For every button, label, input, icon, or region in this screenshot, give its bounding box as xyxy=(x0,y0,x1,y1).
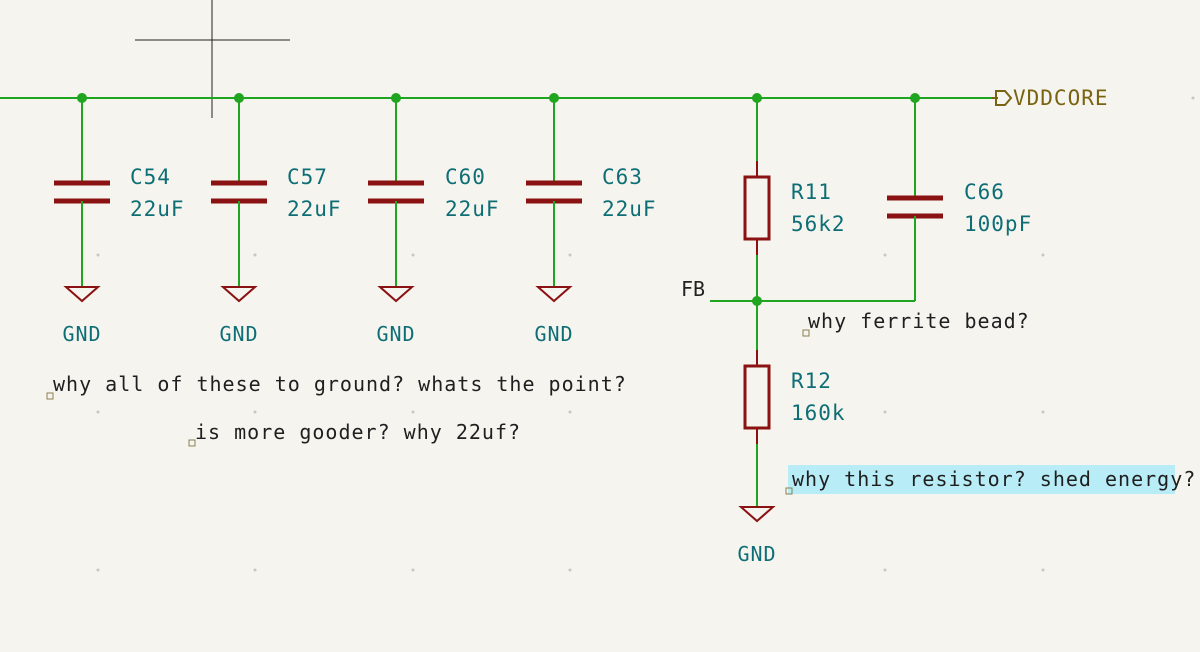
note-anchor-3 xyxy=(802,329,810,337)
gnd-symbol-c60[interactable] xyxy=(377,286,415,303)
capacitor-c60[interactable] xyxy=(368,98,424,287)
c66-ref-label: C66 xyxy=(964,180,1005,204)
gnd-label-c54: GND xyxy=(62,322,101,346)
note-anchor-4 xyxy=(785,487,793,495)
note-anchor-1 xyxy=(46,392,54,400)
gnd-label-c63: GND xyxy=(534,322,573,346)
c54-ref-label: C54 xyxy=(130,165,171,189)
gnd-label-c57: GND xyxy=(219,322,258,346)
gnd-symbol-c63[interactable] xyxy=(535,286,573,303)
note-why-this-resistor[interactable]: why this resistor? shed energy? xyxy=(792,467,1196,491)
c57-ref-label: C57 xyxy=(287,165,328,189)
grid-dots xyxy=(96,96,1195,572)
capacitor-c57[interactable] xyxy=(211,98,267,287)
c63-value-label: 22uF xyxy=(602,197,657,221)
capacitor-c54[interactable] xyxy=(54,98,110,287)
r12-value-label: 160k xyxy=(791,401,846,425)
capacitor-c66[interactable] xyxy=(887,98,943,301)
c60-ref-label: C60 xyxy=(445,165,486,189)
junction-dots xyxy=(77,93,920,306)
c60-value-label: 22uF xyxy=(445,197,500,221)
power-port-symbol[interactable] xyxy=(992,90,1013,106)
resistor-r11[interactable] xyxy=(743,98,771,301)
c66-value-label: 100pF xyxy=(964,212,1032,236)
gnd-label-c60: GND xyxy=(376,322,415,346)
note-is-more-gooder[interactable]: is more gooder? why 22uf? xyxy=(195,420,521,444)
resistor-r12[interactable] xyxy=(738,301,776,523)
c57-value-label: 22uF xyxy=(287,197,342,221)
gnd-symbol-c57[interactable] xyxy=(220,286,258,303)
cursor-crosshair xyxy=(135,0,290,118)
fb-net-label[interactable]: FB xyxy=(681,277,705,301)
note-why-all-to-ground[interactable]: why all of these to ground? whats the po… xyxy=(53,372,627,396)
note-anchor-2 xyxy=(188,439,196,447)
r11-value-label: 56k2 xyxy=(791,212,846,236)
vddcore-power-label[interactable]: VDDCORE xyxy=(1013,86,1109,110)
c63-ref-label: C63 xyxy=(602,165,643,189)
gnd-symbol-c54[interactable] xyxy=(63,286,101,303)
c54-value-label: 22uF xyxy=(130,197,185,221)
selected-note-highlight xyxy=(788,465,1175,494)
r12-ref-label: R12 xyxy=(791,369,832,393)
r11-ref-label: R11 xyxy=(791,180,832,204)
note-why-ferrite-bead[interactable]: why ferrite bead? xyxy=(808,309,1030,333)
gnd-label-r12: GND xyxy=(737,542,776,566)
capacitor-c63[interactable] xyxy=(526,98,582,287)
